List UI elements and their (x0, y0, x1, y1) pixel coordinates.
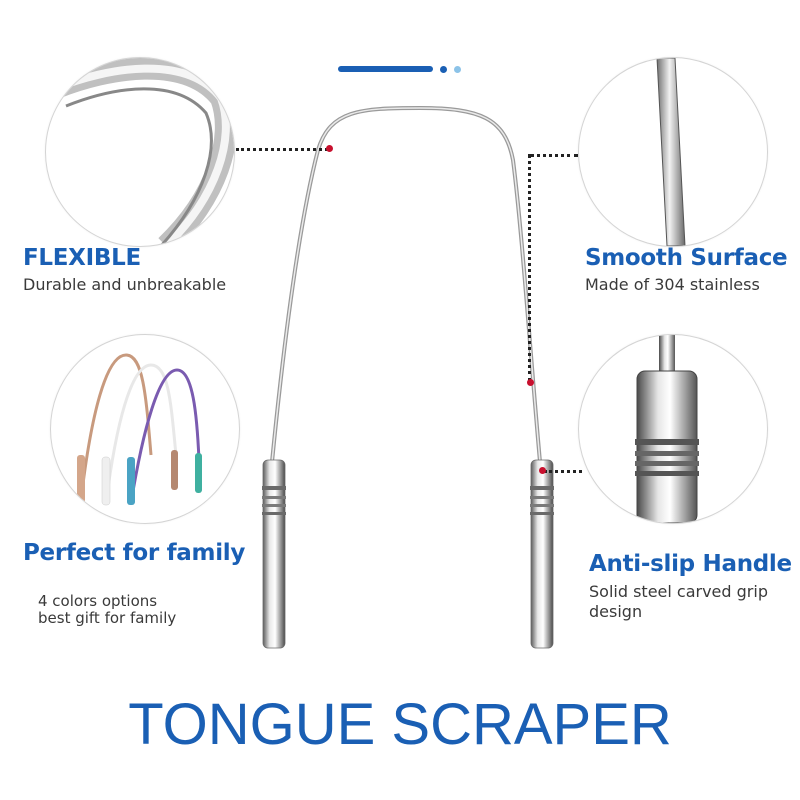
feature-line2-handle: design (589, 602, 643, 621)
indicator-bar (338, 66, 433, 72)
product-title: TONGUE SCRAPER (128, 692, 672, 757)
connector-smooth-h (530, 154, 578, 157)
handle-closeup-circle (578, 334, 768, 524)
flexible-closeup-circle (45, 57, 235, 247)
indicator-dot (440, 66, 447, 73)
feature-title-flexible: FLEXIBLE (23, 245, 141, 271)
color-variants-icon (77, 353, 202, 506)
feature-subtitle-smooth: Made of 304 stainless (585, 275, 760, 294)
connector-smooth-v (528, 154, 531, 382)
smooth-closeup-circle (578, 57, 768, 247)
family-colors-circle (50, 334, 240, 524)
connector-handle (544, 470, 582, 473)
marker-flexible (326, 145, 333, 152)
indicator-dot (454, 66, 461, 73)
feature-subtitle-flexible: Durable and unbreakable (23, 275, 227, 294)
bent-edge-closeup-icon (51, 58, 234, 246)
marker-smooth (527, 379, 534, 386)
connector-flexible (236, 148, 328, 151)
feature-line1-family: 4 colors options (38, 592, 158, 610)
feature-title-smooth: Smooth Surface (585, 245, 788, 271)
feature-title-family: Perfect for family (23, 540, 246, 566)
handle-closeup-icon (635, 335, 699, 523)
marker-handle (539, 467, 546, 474)
rod-closeup-icon (656, 58, 686, 246)
feature-title-handle: Anti-slip Handle (589, 551, 792, 577)
feature-line2-family: best gift for family (38, 609, 177, 627)
feature-line1-handle: Solid steel carved grip (589, 582, 768, 601)
